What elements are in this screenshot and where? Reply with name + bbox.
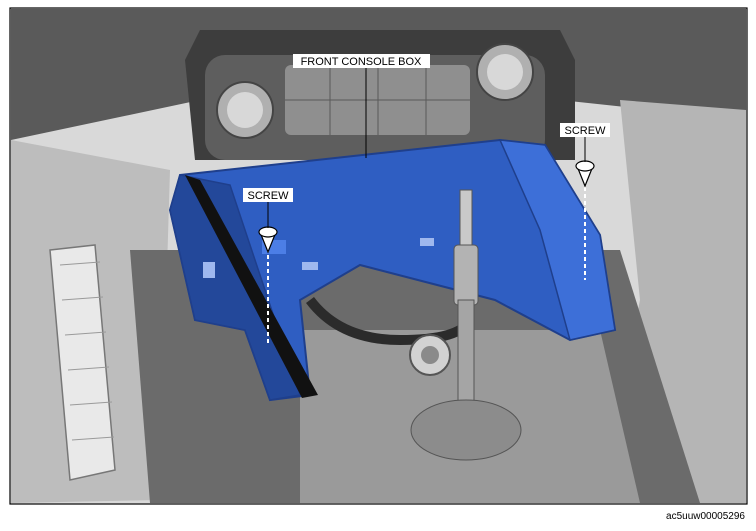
figure-code: ac5uuw00005296 (666, 511, 745, 522)
screw-right-label: SCREW (565, 125, 607, 137)
left-side-panel (49, 244, 116, 481)
callout-console-box: FRONT CONSOLE BOX (293, 54, 430, 158)
callout-screw-right: SCREW (560, 123, 610, 162)
climate-control-panel (205, 43, 545, 160)
right-screw (575, 160, 595, 280)
shift-lever (409, 189, 522, 461)
console-box-label: FRONT CONSOLE BOX (301, 56, 422, 68)
screw-left-label: SCREW (248, 190, 290, 202)
callout-screw-left: SCREW (243, 188, 293, 228)
trim-edge (185, 175, 318, 398)
left-screw (258, 226, 278, 345)
